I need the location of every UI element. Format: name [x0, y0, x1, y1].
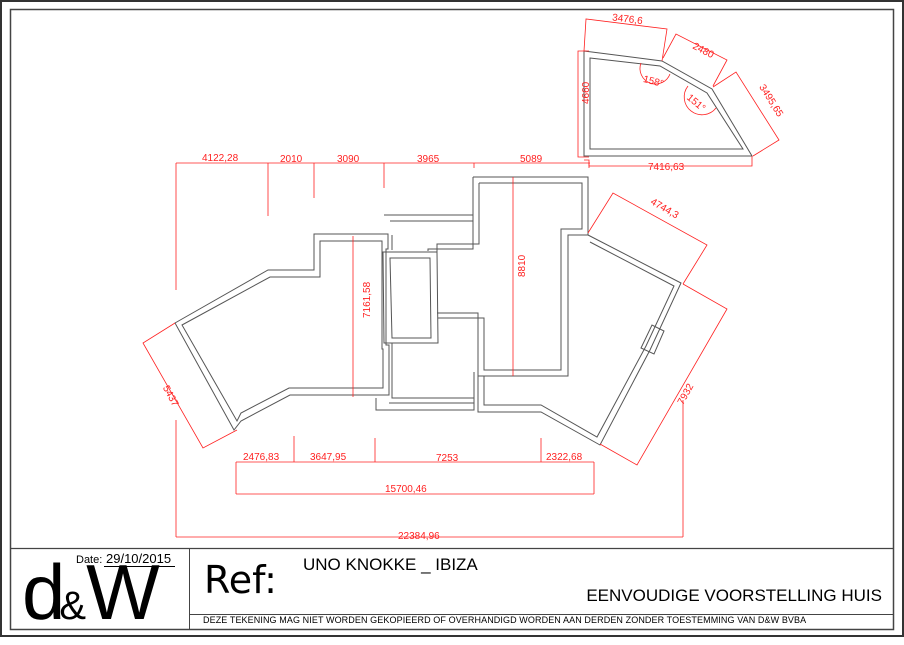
dim-top-2: 2010 [280, 154, 303, 165]
dim-detail-angle-2: 151° [684, 92, 707, 114]
logo-amp: & [59, 584, 87, 628]
dim-bottom-1: 2476,83 [243, 452, 280, 463]
dim-top-3: 3090 [337, 154, 360, 165]
dim-right-side: 7932 [676, 382, 697, 407]
detail-plan-dimensions [577, 18, 780, 167]
inner-frame [9, 8, 895, 631]
date-label: Date: [76, 554, 103, 566]
detail-plan [583, 50, 753, 157]
dim-right-top: 4744,3 [648, 197, 680, 222]
dim-bottom-3: 7253 [436, 453, 459, 464]
ref-label: Ref: [204, 558, 277, 602]
date-value: 29/10/2015 [104, 551, 176, 567]
drawing-subtitle: EENVOUDIGE VOORSTELLING HUIS [586, 586, 882, 605]
dim-top-5: 5089 [520, 154, 543, 165]
copyright-disclaimer: DEZE TEKENING MAG NIET WORDEN GEKOPIEERD… [203, 615, 807, 625]
dim-bottom-total-outer: 22384,96 [398, 531, 440, 542]
dim-left-angled: 5437 [160, 384, 180, 409]
dim-detail-right: 3495,65 [756, 83, 785, 120]
dim-detail-height: 4660 [581, 81, 592, 104]
dim-bottom-4: 2322,68 [546, 452, 583, 463]
dim-top-4: 3965 [417, 154, 440, 165]
dim-detail-bottom: 7416,63 [648, 162, 685, 173]
ref-value: UNO KNOKKE _ IBIZA [303, 555, 478, 574]
dim-bottom-total-inner: 15700,46 [385, 484, 427, 495]
logo-d: d [22, 548, 65, 636]
dim-detail-top-mid: 2480 [691, 41, 716, 61]
main-plan-dimensions [142, 162, 728, 538]
dim-detail-angle-1: 158° [642, 74, 665, 90]
dim-top-1: 4122,28 [202, 153, 239, 164]
main-plan-walls [174, 176, 682, 446]
dim-detail-top-left: 3476,6 [611, 12, 643, 27]
dim-mid-height: 7161,58 [362, 281, 373, 318]
dim-bottom-2: 3647,95 [310, 452, 347, 463]
dim-center-height: 8810 [517, 254, 528, 277]
